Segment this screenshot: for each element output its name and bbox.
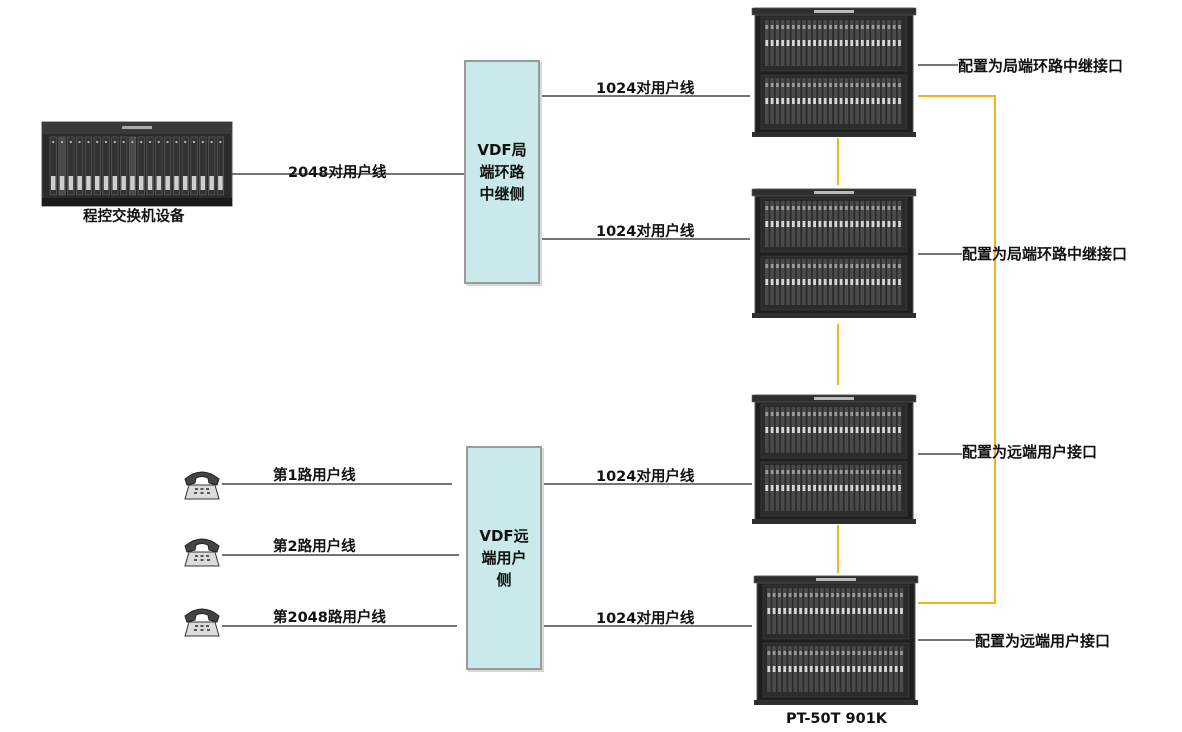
rack-icon [751, 7, 917, 137]
telephone-icon [181, 532, 223, 575]
rack-icon [753, 575, 919, 705]
line-1024-label-a: 1024对用户线 [596, 81, 695, 97]
vdf-local-box: VDF局 端环路 中继侧 [464, 60, 540, 284]
config-label-1: 配置为局端环路中继接口 [958, 57, 1124, 75]
switch-chassis-icon [41, 121, 233, 207]
line-1024-label-b: 1024对用户线 [596, 224, 695, 240]
rack-icon [751, 188, 917, 318]
switch-label: 程控交换机设备 [83, 209, 185, 225]
connection-lines [222, 64, 975, 641]
line-2048-label: 2048对用户线 [288, 165, 387, 181]
config-label-4: 配置为远端用户接口 [975, 632, 1111, 650]
telephone-icon [181, 602, 223, 645]
config-label-3: 配置为远端用户接口 [962, 443, 1098, 461]
phone-line-2-label: 第2路用户线 [273, 539, 356, 555]
line-1024-label-c: 1024对用户线 [596, 469, 695, 485]
model-label: PT-50T 901K [786, 711, 888, 727]
line-1024-label-d: 1024对用户线 [596, 611, 695, 627]
config-label-2: 配置为局端环路中继接口 [962, 245, 1128, 263]
yellow-links [837, 95, 996, 604]
phone-line-3-label: 第2048路用户线 [273, 610, 386, 626]
telephone-icon [181, 465, 223, 508]
phone-line-1-label: 第1路用户线 [273, 468, 356, 484]
rack-icon [751, 394, 917, 524]
vdf-remote-box: VDF远 端用户 侧 [466, 446, 542, 670]
vdf-remote-label: VDF远 端用户 侧 [479, 527, 529, 589]
vdf-local-label: VDF局 端环路 中继侧 [477, 141, 527, 203]
